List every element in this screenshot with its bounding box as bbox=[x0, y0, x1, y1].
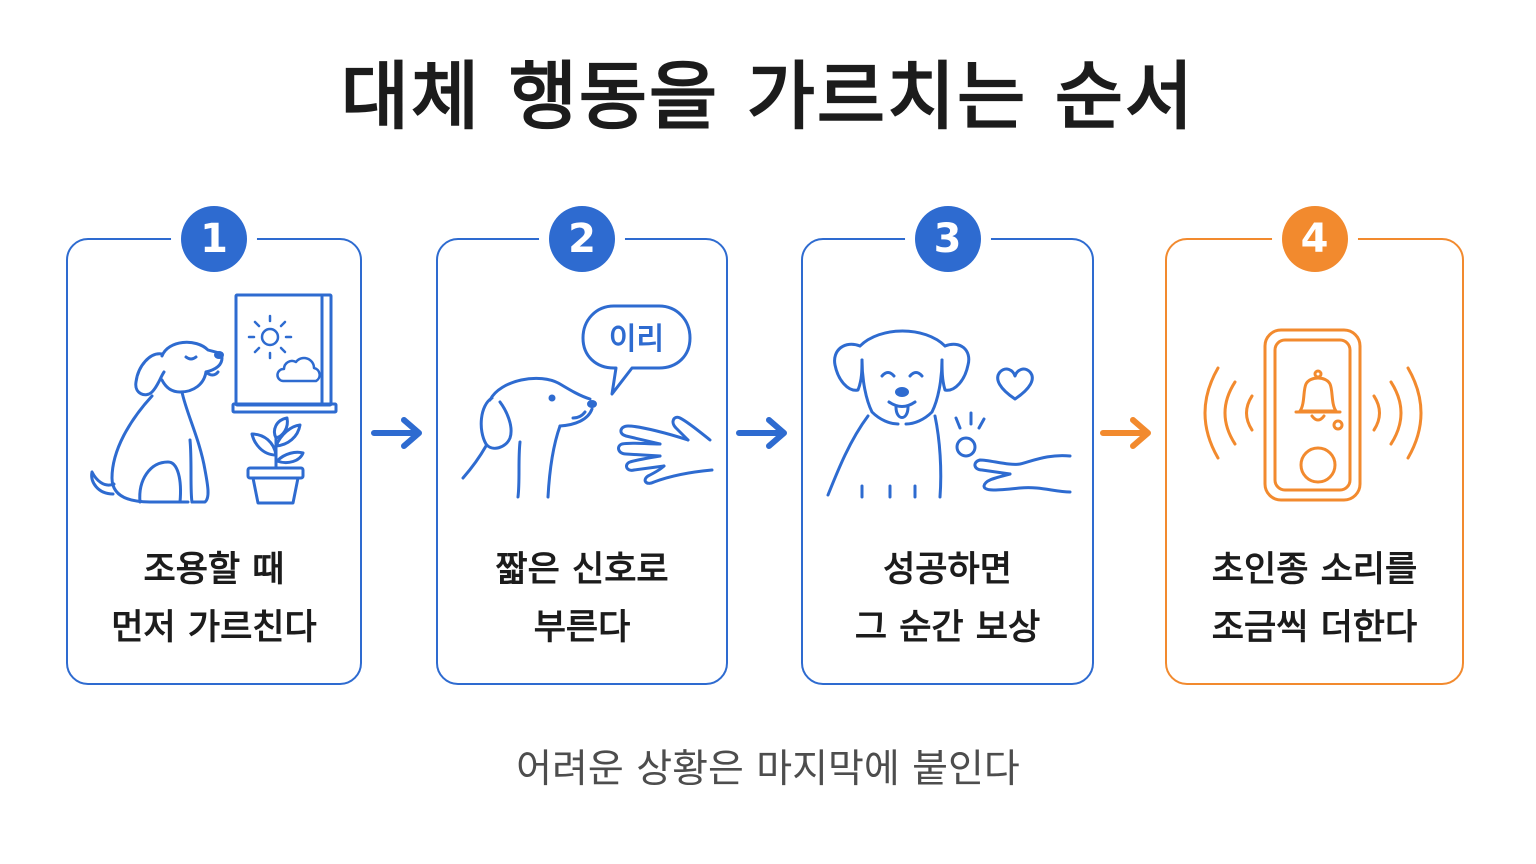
step-text-line1: 조용할 때 bbox=[143, 550, 285, 590]
hand-treat-icon bbox=[954, 411, 1072, 494]
step-number-badge: 2 bbox=[549, 206, 615, 272]
sun-icon bbox=[247, 314, 293, 360]
footer-note: 어려운 상황은 마지막에 붙인다 bbox=[516, 747, 1020, 792]
dog-sitting-icon bbox=[90, 340, 224, 504]
step-1-illustration bbox=[90, 293, 338, 505]
step-number-badge: 1 bbox=[181, 206, 247, 272]
step-card-3: 3 성공하면 그 순간 보상 bbox=[801, 206, 1094, 685]
step-4-illustration bbox=[1203, 328, 1423, 502]
step-text-line1: 성공하면 bbox=[883, 550, 1012, 590]
step-number-badge: 3 bbox=[914, 206, 981, 272]
speech-bubble-icon bbox=[581, 304, 692, 396]
step-text-line2: 먼저 가르친다 bbox=[111, 608, 317, 648]
step-number-badge: 4 bbox=[1281, 206, 1348, 272]
step-card-4: 4 초인종 소리를 조금씩 더한다 bbox=[1165, 206, 1464, 685]
step-text-line2: 부른다 bbox=[533, 608, 631, 648]
speech-bubble-text: 이리 bbox=[608, 322, 665, 357]
arrow-right-icon bbox=[736, 417, 787, 449]
arrow-right-icon bbox=[1100, 417, 1151, 449]
dog-head-icon bbox=[461, 376, 597, 499]
happy-dog-icon bbox=[826, 329, 971, 499]
window-icon bbox=[231, 293, 338, 414]
cloud-icon bbox=[276, 356, 321, 383]
step-2-illustration bbox=[461, 304, 714, 499]
page-title: 대체 행동을 가르치는 순서 bbox=[340, 54, 1196, 140]
step-card-1: 1 조용할 때 먼저 가르친다 bbox=[66, 206, 362, 685]
plant-icon bbox=[246, 416, 305, 505]
step-text-line1: 초인종 소리를 bbox=[1211, 550, 1418, 590]
step-text-line1: 짧은 신호로 bbox=[495, 550, 669, 590]
step-text-line2: 그 순간 보상 bbox=[854, 608, 1041, 648]
open-hand-icon bbox=[617, 415, 714, 485]
bell-icon bbox=[1294, 369, 1344, 431]
arrow-right-icon bbox=[371, 417, 422, 449]
heart-icon bbox=[996, 367, 1034, 401]
sound-wave-icon bbox=[1203, 366, 1423, 460]
step-text-line2: 조금씩 더한다 bbox=[1211, 608, 1418, 648]
doorbell-icon bbox=[1263, 328, 1362, 502]
step-3-illustration bbox=[826, 329, 1072, 499]
